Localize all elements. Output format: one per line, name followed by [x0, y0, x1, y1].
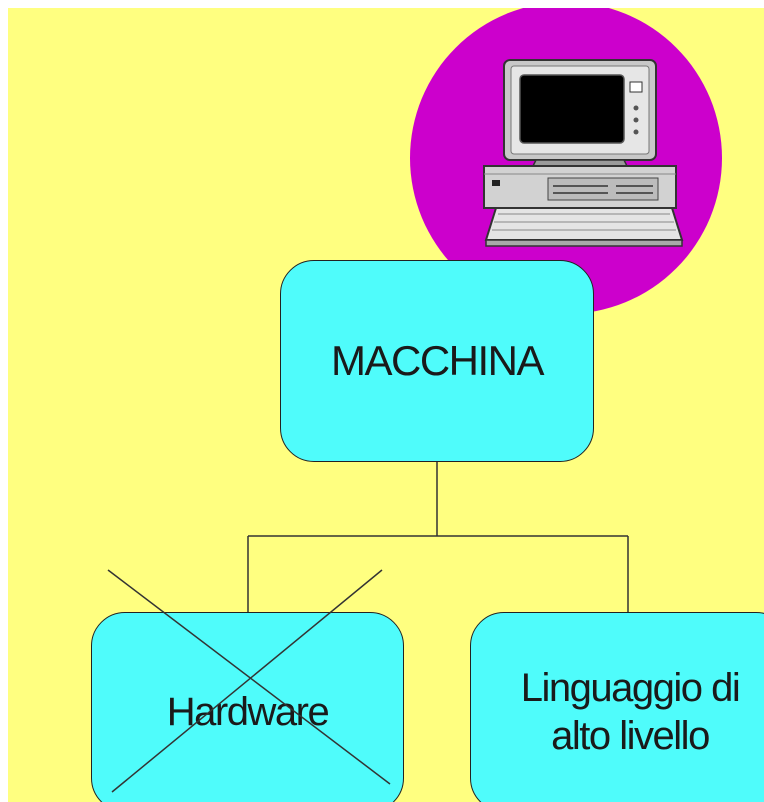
- root-node-label: MACCHINA: [330, 337, 545, 384]
- slide: MACCHINA Hardware Linguaggio di alto liv…: [8, 8, 764, 802]
- high-level-language-node: Linguaggio di alto livello: [470, 612, 764, 802]
- desktop-computer-icon: [483, 59, 684, 247]
- diagram-canvas: [247, 8, 722, 612]
- tree-connectors: [247, 462, 629, 612]
- hardware-node: Hardware: [91, 612, 404, 802]
- high-level-language-node-label: Linguaggio di alto livello: [520, 666, 741, 758]
- root-node: MACCHINA: [280, 260, 594, 462]
- hardware-node-label: Hardware: [166, 689, 330, 734]
